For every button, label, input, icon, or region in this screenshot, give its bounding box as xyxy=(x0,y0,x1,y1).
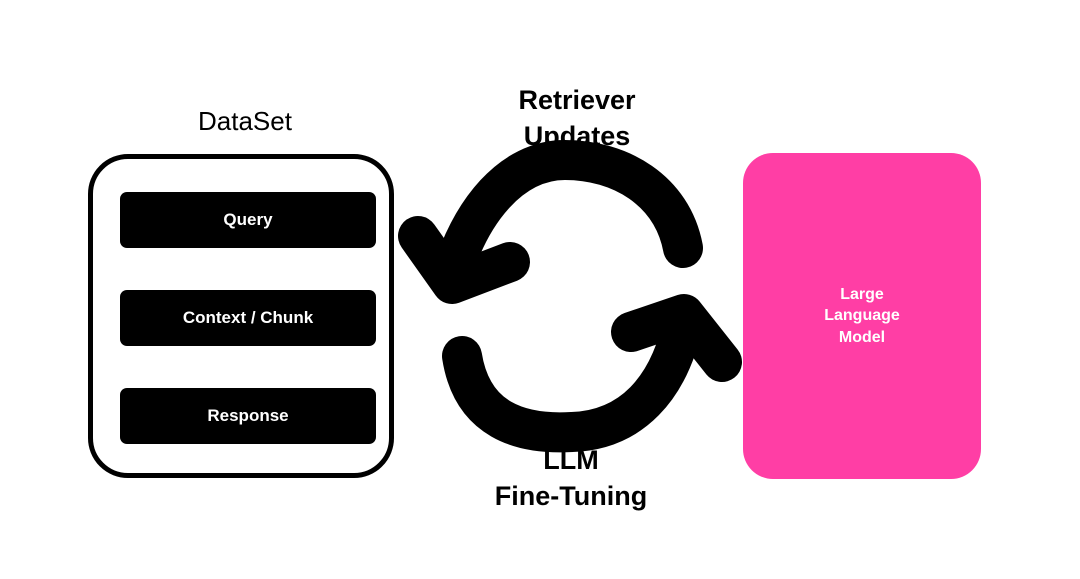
dataset-container: Query Context / Chunk Response xyxy=(88,154,394,478)
retriever-updates-label: Retriever Updates xyxy=(482,83,672,155)
large-language-model-label: Large Language Model xyxy=(824,285,900,346)
retriever-label-line: Retriever xyxy=(518,85,636,115)
llm-fine-tuning-label: LLM Fine-Tuning xyxy=(476,443,666,515)
context-chunk-field: Context / Chunk xyxy=(120,290,376,346)
llm-fine-tuning-arrow xyxy=(442,294,742,453)
large-language-model-box: Large Language Model xyxy=(743,153,981,479)
query-field: Query xyxy=(120,192,376,248)
llm-label-line: LLM xyxy=(543,445,599,475)
retriever-updates-arrow xyxy=(398,140,703,304)
fine-tuning-label-line: Fine-Tuning xyxy=(494,480,648,511)
response-field: Response xyxy=(120,388,376,444)
updates-label-line: Updates xyxy=(523,120,631,151)
dataset-title: DataSet xyxy=(198,106,292,136)
